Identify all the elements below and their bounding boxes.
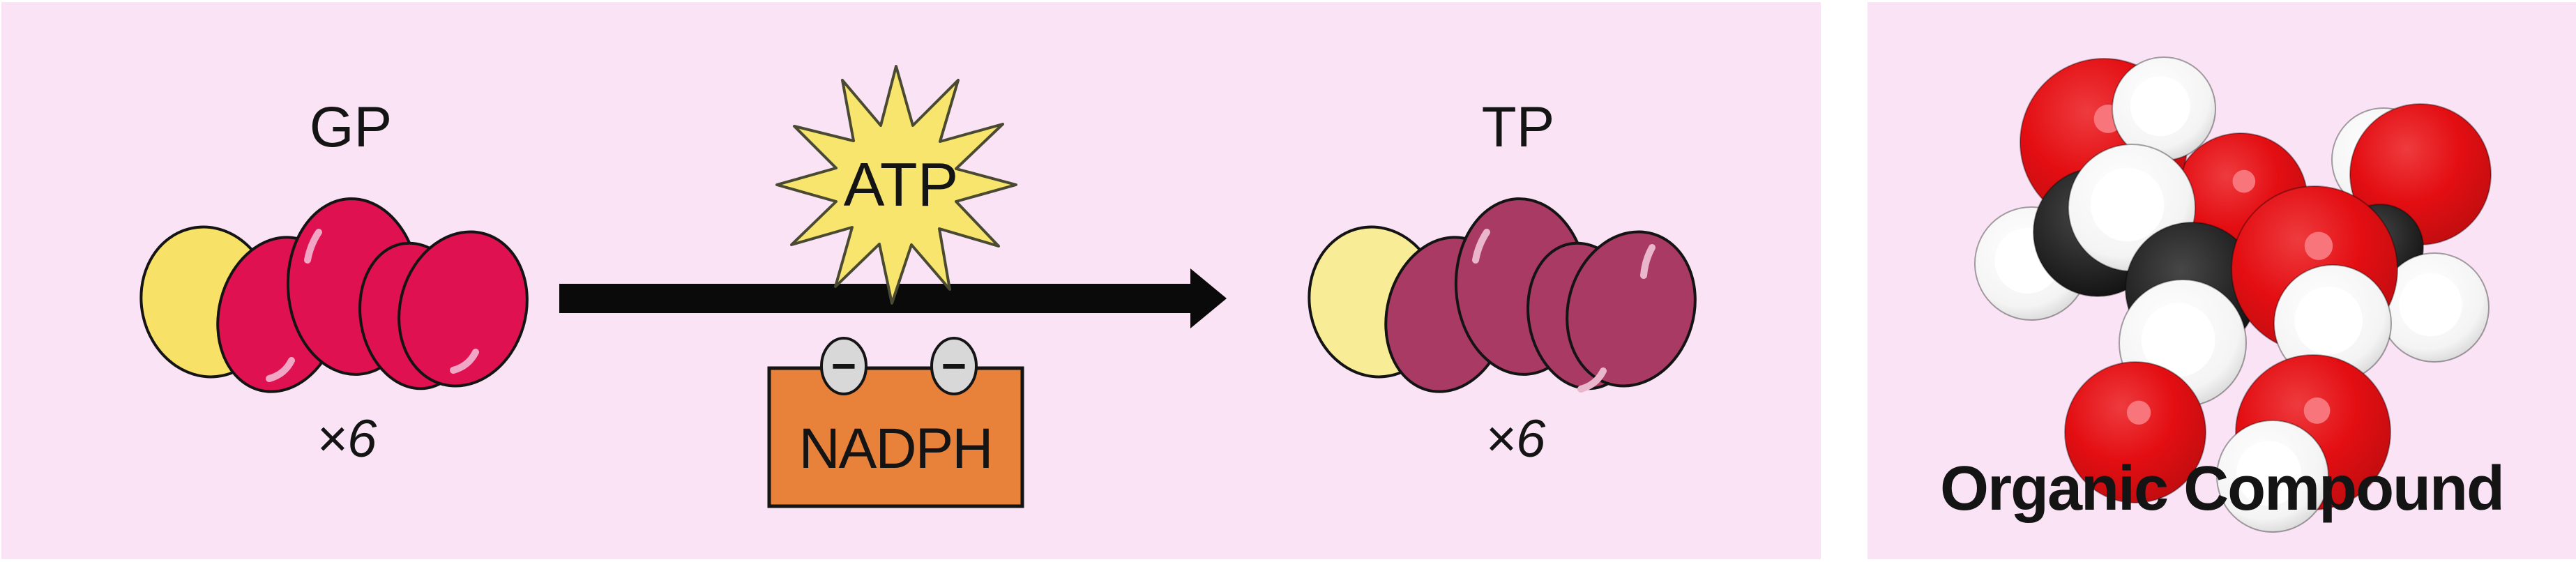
- molecule-atoms: [1974, 56, 2492, 533]
- nadph-rect: [767, 366, 1024, 508]
- atom-highlight: [2399, 273, 2462, 337]
- tp-molecule: [1308, 197, 1697, 393]
- nadph-label: NADPH: [798, 417, 992, 480]
- tp-shine: [1472, 229, 1490, 264]
- tp-shine: [1640, 244, 1656, 279]
- electron-icon: [930, 337, 978, 395]
- atom-highlight: [2232, 169, 2256, 193]
- electron-icon: [820, 337, 867, 395]
- atp-label: ATP: [844, 150, 959, 219]
- gp-multiplier: ×6: [317, 409, 377, 469]
- gp-shine: [304, 229, 322, 264]
- tp-sugar-lobe: [1566, 230, 1697, 388]
- tp-shine: [1577, 367, 1607, 393]
- atom-highlight: [2236, 441, 2301, 506]
- reaction-panel: GP ×6 ATP − − NADPH: [1, 2, 1821, 559]
- gp-label: GP: [310, 96, 392, 159]
- electron-charge: −: [831, 342, 856, 390]
- organic-compound-caption: Organic Compound: [1940, 454, 2503, 524]
- nadph-box: − − NADPH: [767, 337, 1024, 508]
- atom-highlight: [2304, 231, 2333, 260]
- gp-sugar-lobe: [397, 230, 529, 388]
- reaction-diagram: GP ×6 ATP − − NADPH: [139, 65, 1697, 508]
- gp-molecule: [139, 197, 529, 393]
- atom-highlight: [2090, 167, 2165, 242]
- atom-highlight: [2130, 76, 2190, 137]
- electron-charge: −: [941, 342, 967, 390]
- atom-highlight: [2141, 303, 2215, 377]
- atp-burst: ATP: [775, 65, 1017, 305]
- oxygen-atom: [2064, 361, 2206, 503]
- gp-shine: [266, 357, 295, 382]
- atom-highlight: [2126, 400, 2151, 425]
- tp-multiplier: ×6: [1485, 409, 1546, 469]
- atom-highlight: [2303, 397, 2331, 424]
- atom-highlight: [2294, 287, 2363, 355]
- organic-compound-panel: Organic Compound: [1867, 2, 2576, 559]
- gp-shine: [450, 349, 479, 374]
- organic-compound-figure: Organic Compound: [1940, 56, 2505, 533]
- atp-star-icon: [775, 65, 1017, 305]
- tp-label: TP: [1482, 96, 1555, 159]
